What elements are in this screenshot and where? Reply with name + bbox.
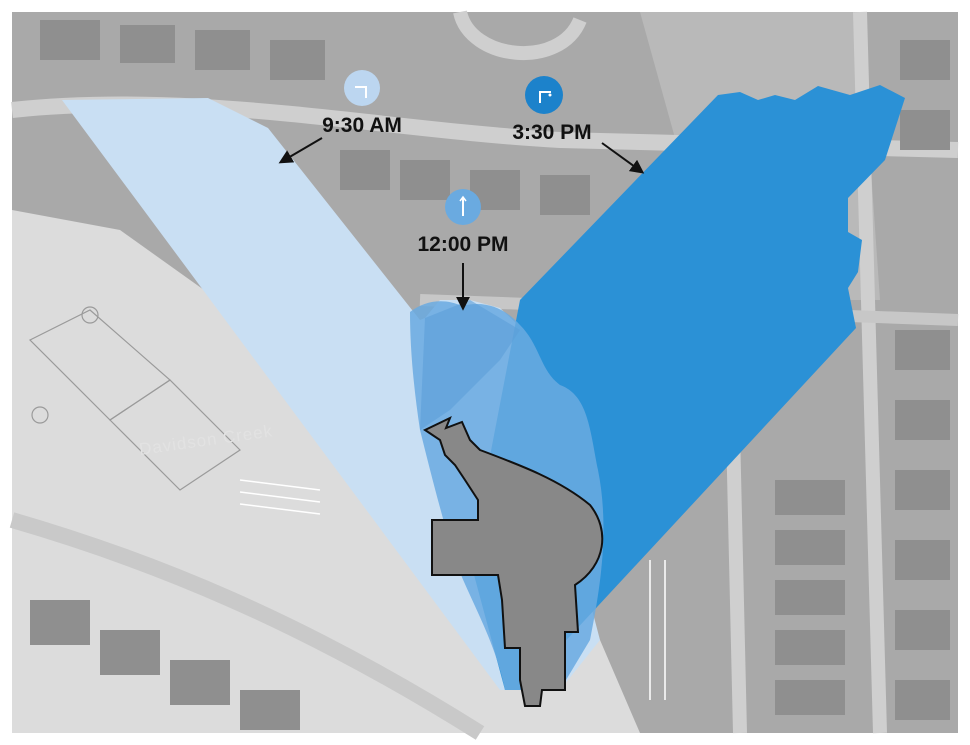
- house: [40, 20, 100, 60]
- field-outline: [109, 379, 241, 491]
- house: [900, 110, 950, 150]
- sun-low-right-icon: [539, 91, 551, 103]
- house: [195, 30, 250, 70]
- house: [120, 25, 175, 63]
- house: [170, 660, 230, 705]
- road-south: [9, 512, 485, 740]
- field-marker: [81, 306, 99, 324]
- building-footprint: [422, 415, 604, 707]
- house-blocks: [30, 20, 950, 730]
- house: [540, 175, 590, 215]
- house: [100, 630, 160, 675]
- house: [240, 690, 300, 730]
- time-label-noon: 12:00 PM: [417, 233, 508, 256]
- sun-marker-morning: [344, 70, 380, 106]
- shadow-overlap: [420, 300, 520, 430]
- house: [895, 610, 950, 650]
- sun-low-left-icon: [355, 86, 367, 98]
- house: [895, 330, 950, 370]
- ball-fields: [28, 306, 241, 491]
- house: [30, 600, 90, 645]
- sun-marker-noon: [445, 189, 481, 225]
- arrow-morning: [278, 137, 323, 164]
- house: [340, 150, 390, 190]
- house: [400, 160, 450, 200]
- sun-marker-afternoon: [525, 76, 563, 114]
- house: [775, 530, 845, 565]
- parking-stripes: [239, 479, 666, 700]
- house: [775, 630, 845, 665]
- house: [775, 580, 845, 615]
- house: [895, 540, 950, 580]
- time-label-afternoon: 3:30 PM: [512, 121, 591, 144]
- house: [895, 400, 950, 440]
- time-label-morning: 9:30 AM: [322, 114, 402, 137]
- arrow-afternoon: [601, 142, 645, 174]
- house: [895, 680, 950, 720]
- house: [900, 40, 950, 80]
- house: [775, 680, 845, 715]
- house: [895, 470, 950, 510]
- house: [775, 480, 845, 515]
- field-marker: [31, 406, 49, 424]
- road-cul-de-sac: [453, 9, 587, 60]
- house: [270, 40, 325, 80]
